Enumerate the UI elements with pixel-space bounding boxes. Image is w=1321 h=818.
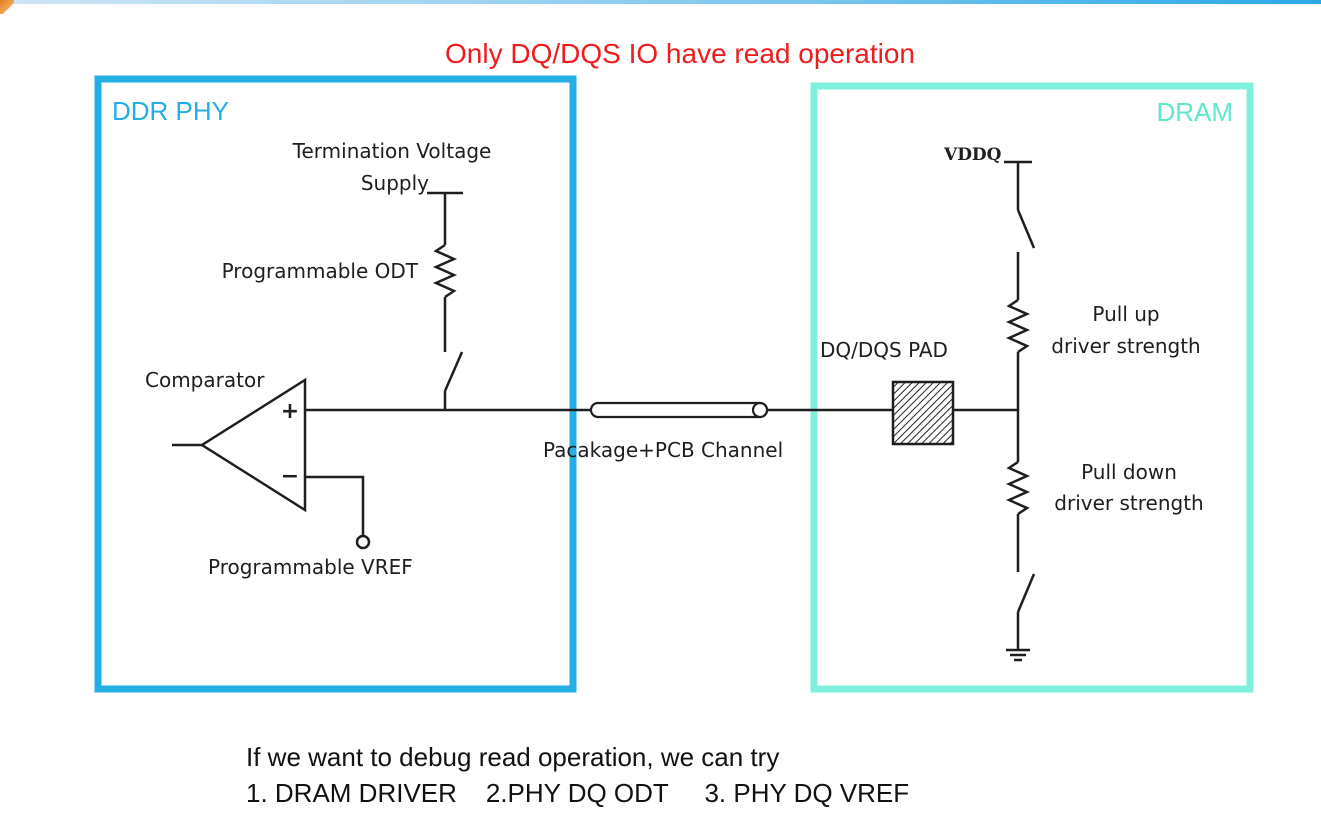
termination-label-line1: Termination Voltage bbox=[292, 139, 492, 163]
channel-cylinder-icon bbox=[589, 401, 769, 419]
top-accent-bar bbox=[0, 0, 1321, 4]
comparator-icon bbox=[199, 377, 307, 513]
debug-note-line2: 1. DRAM DRIVER 2.PHY DQ ODT 3. PHY DQ VR… bbox=[246, 778, 910, 808]
corner-logo-fragment bbox=[0, 0, 14, 14]
odt-label: Programmable ODT bbox=[222, 259, 419, 283]
comparator-circuit: + − bbox=[172, 377, 371, 550]
pull-up-resistor-icon bbox=[1005, 298, 1031, 354]
odt-switch-icon bbox=[443, 351, 464, 392]
dram-label: DRAM bbox=[1156, 97, 1233, 127]
vref-terminal-icon bbox=[355, 534, 371, 550]
comparator-plus: + bbox=[281, 399, 299, 424]
pull-up-label-line2: driver strength bbox=[1051, 334, 1200, 358]
dq-dqs-pad-icon bbox=[891, 380, 955, 446]
dram-box bbox=[810, 82, 1254, 693]
pull-down-label-line1: Pull down bbox=[1081, 460, 1177, 484]
pull-down-switch-icon bbox=[1016, 573, 1036, 613]
ddr-phy-box bbox=[94, 75, 577, 693]
ddr-phy-label: DDR PHY bbox=[112, 96, 229, 126]
pad-label: DQ/DQS PAD bbox=[820, 338, 948, 362]
pull-down-label-line2: driver strength bbox=[1054, 491, 1203, 515]
odt-resistor-icon bbox=[432, 243, 458, 299]
termination-label-line2: Supply bbox=[361, 171, 429, 195]
ground-icon bbox=[1006, 648, 1030, 662]
pull-down-resistor-icon bbox=[1005, 460, 1031, 516]
pull-up-switch-icon bbox=[1016, 209, 1036, 249]
pull-up-label-line1: Pull up bbox=[1092, 302, 1159, 326]
vref-label: Programmable VREF bbox=[208, 555, 413, 579]
vref-wire bbox=[305, 475, 365, 536]
phy-termination-circuit bbox=[427, 191, 464, 410]
comparator-label: Comparator bbox=[145, 368, 265, 392]
diagram-title: Only DQ/DQS IO have read operation bbox=[445, 38, 915, 69]
debug-note-line1: If we want to debug read operation, we c… bbox=[246, 742, 780, 772]
channel-label: Pacakage+PCB Channel bbox=[543, 438, 783, 462]
comparator-minus: − bbox=[281, 464, 299, 489]
dram-driver-circuit bbox=[1004, 160, 1036, 662]
vddq-label: VDDQ bbox=[943, 145, 1002, 165]
